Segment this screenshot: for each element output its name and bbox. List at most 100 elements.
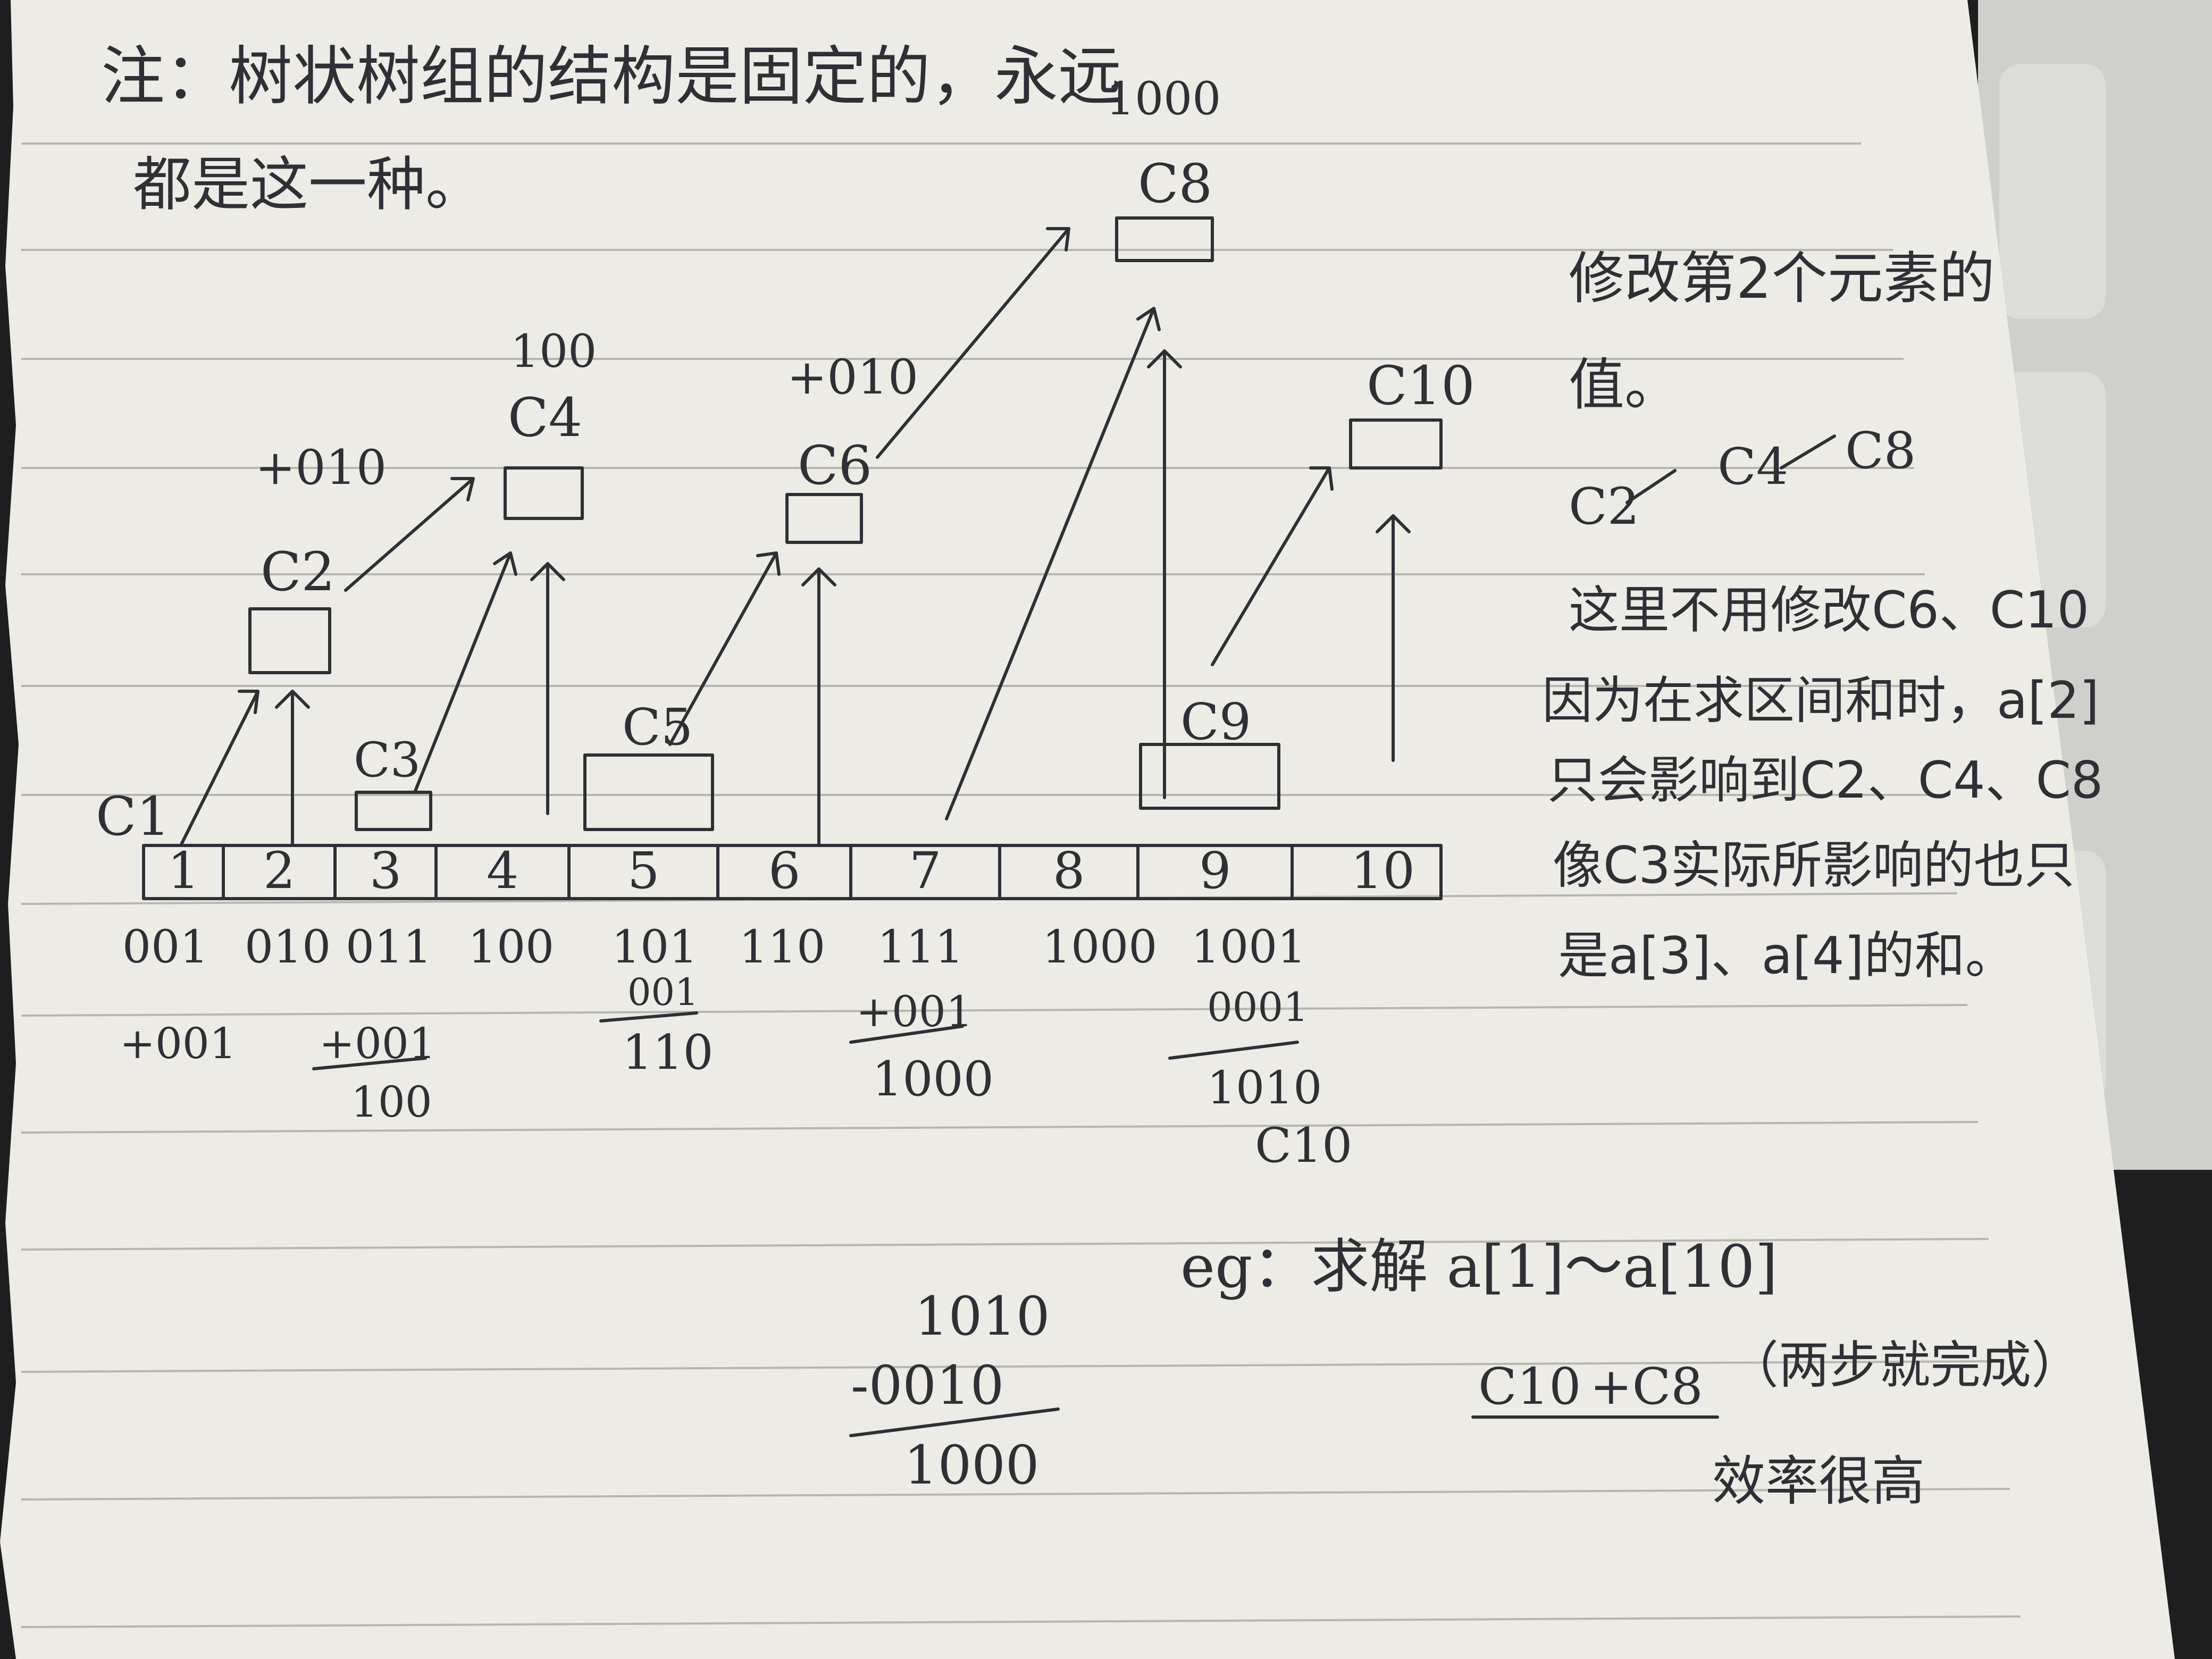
efficiency-note: 效率很高 [1712, 1450, 1925, 1512]
sum-7-add: +001 [856, 987, 973, 1036]
sum-9-bar [1168, 1041, 1299, 1060]
right-note-line-7: 是a[3]、a[4]的和。 [1558, 927, 2016, 985]
array-cell-9: 9 [1199, 842, 1231, 900]
array-outline [142, 844, 1443, 900]
sum-3-add: +001 [319, 1019, 436, 1068]
sum-7-bar [849, 1025, 964, 1044]
arrow-6-head [801, 567, 836, 586]
ruled-lines [21, 143, 2021, 1628]
arrow-2-head [275, 690, 310, 709]
sum-9-result: 1010 [1207, 1062, 1322, 1115]
binary-label-8: 1000 [1042, 921, 1157, 974]
binary-label-1: 001 [122, 921, 208, 974]
array-cell-5: 5 [627, 842, 659, 900]
binary-label-3: 011 [346, 921, 432, 974]
sum-9-add: 0001 [1207, 984, 1309, 1030]
sum-5-add: 001 [627, 970, 699, 1014]
array-cell-4: 4 [487, 842, 518, 900]
binary-labels: 001 010 011 100 101 110 111 1000 1001 [122, 921, 1306, 974]
c6-label: C6 [798, 434, 872, 497]
right-note-line-3: 这里不用修改C6、C10 [1569, 581, 2089, 640]
c2-label: C2 [261, 541, 335, 603]
right-note-line-1: 修改第2个元素的 [1569, 246, 1995, 311]
c10-label: C10 [1367, 355, 1475, 417]
arrow-1-head [238, 690, 259, 714]
binary-label-9: 1001 [1191, 921, 1306, 974]
array-cell-3: 3 [370, 842, 401, 900]
tree-nodes [248, 216, 1443, 831]
binary-label-7: 111 [877, 921, 963, 974]
c9-label: C9 [1180, 693, 1251, 751]
c8-box [1115, 216, 1214, 262]
binary-label-5: 101 [611, 921, 698, 974]
arrow-7-to-c8 [945, 307, 1155, 820]
formula-c8: +C8 [1590, 1358, 1703, 1416]
example-title: eg：求解 a[1]～a[10] [1180, 1233, 1778, 1301]
arrow-4-head [530, 562, 565, 581]
arrow-10-head [1376, 514, 1411, 533]
arrow-8-head [1147, 349, 1182, 368]
binary-label-6: 110 [739, 921, 825, 974]
binder-tab-1 [1999, 64, 2106, 319]
example-minus: -0010 [851, 1354, 1004, 1417]
array-cell-6: 6 [768, 842, 800, 900]
formula-note: （两步就完成） [1728, 1336, 2082, 1395]
sum-3-result: 100 [351, 1077, 432, 1127]
sum-9-label: C10 [1255, 1118, 1352, 1174]
chain-arrow-1 [1626, 469, 1677, 504]
chain-c4: C4 [1717, 438, 1788, 496]
c4-box [504, 466, 584, 520]
arrow-c3-to-c4 [413, 551, 512, 794]
chain-c8: C8 [1845, 422, 1916, 480]
sum-1-add: +001 [120, 1019, 237, 1068]
arrow-c6-to-c8 [876, 227, 1070, 459]
example-top: 1010 [915, 1285, 1050, 1347]
tree-arrows [179, 227, 1411, 847]
sum-5-result: 110 [622, 1025, 714, 1080]
c10-box [1349, 418, 1443, 470]
c8-label: C8 [1138, 153, 1212, 215]
c8-value: 1000 [1106, 73, 1221, 125]
array-cell-2: 2 [263, 842, 295, 900]
note-line-1: 注：树状树组的结构是固定的，永远 [101, 40, 1122, 114]
c6-plus: +010 [787, 349, 918, 405]
right-note-line-5: 只会影响到C2、C4、C8 [1547, 751, 2103, 810]
binary-label-2: 010 [245, 921, 331, 974]
c5-label: C5 [622, 698, 693, 757]
array-cell-1: 1 [167, 842, 199, 900]
c2-box [248, 607, 331, 674]
sum-3-bar [312, 1057, 427, 1070]
sum-5-bar [599, 1011, 698, 1023]
arrow-c2-to-c4 [344, 477, 475, 592]
arrow-1-to-c2 [179, 690, 259, 847]
formula-c10: C10 [1478, 1358, 1581, 1416]
c2-plus: +010 [255, 440, 387, 496]
arrow-c9-to-c10 [1211, 466, 1331, 666]
arrow-c2-head [450, 477, 475, 501]
arrow-c6-head [1046, 227, 1070, 252]
c1-label: C1 [96, 785, 170, 848]
example-bar [849, 1407, 1060, 1437]
update-chain: C2 C4 C8 [1569, 422, 1916, 536]
binary-label-4: 100 [468, 921, 554, 974]
arrow-c5-to-c6 [668, 551, 778, 746]
arrow-c9-head [1309, 466, 1334, 491]
example-result: 1000 [904, 1434, 1040, 1496]
chain-arrow-2 [1780, 434, 1836, 470]
c4-label: C4 [508, 387, 582, 449]
chain-c2: C2 [1569, 477, 1639, 536]
array-cell-8: 8 [1053, 842, 1085, 900]
c6-box [785, 493, 863, 544]
right-note-line-4: 因为在求区间和时，a[2] [1542, 672, 2099, 730]
c3-box [355, 791, 432, 831]
array-row [142, 844, 1443, 900]
arrow-c5-head [756, 551, 781, 576]
arrow-7-head [1136, 307, 1161, 331]
note-line-2: 都是这一种。 [133, 150, 484, 219]
c4-value: 100 [510, 325, 597, 378]
arrow-c3-head [493, 551, 517, 576]
array-cell-7: 7 [909, 842, 941, 900]
